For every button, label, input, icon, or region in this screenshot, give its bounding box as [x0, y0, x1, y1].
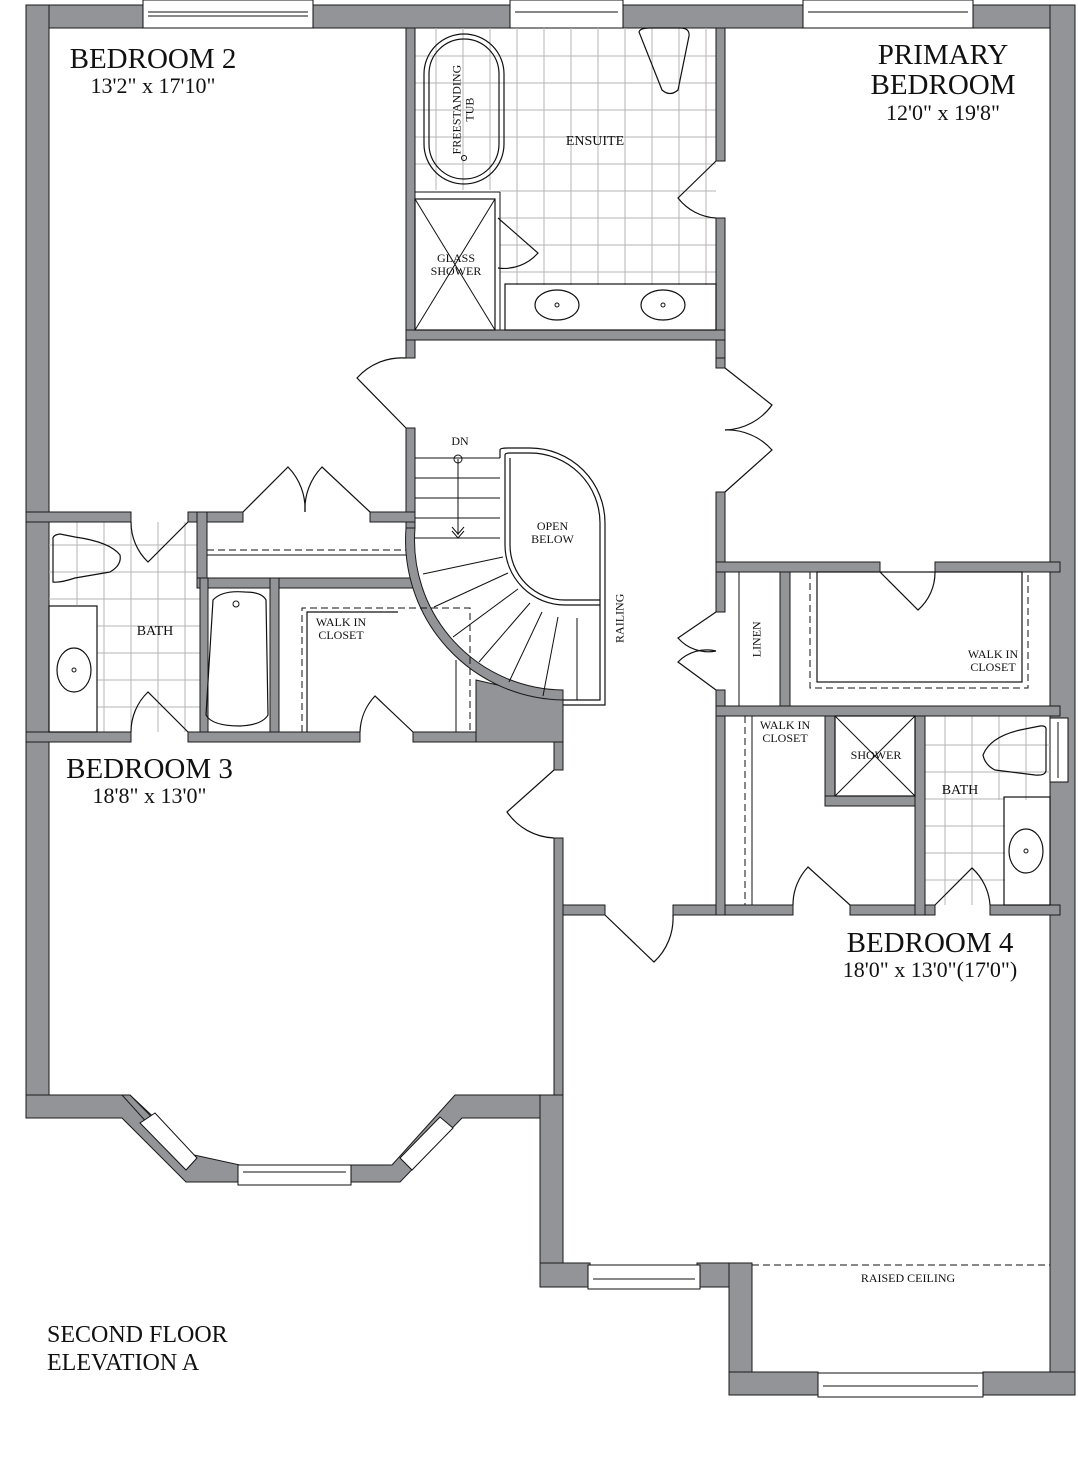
open-below-label: OPEN BELOW	[520, 520, 585, 545]
tub-label: FREESTANDING TUB	[418, 52, 508, 162]
tub-label-line2: TUB	[462, 97, 476, 122]
glass-shower-icon	[414, 198, 496, 331]
vanity-icon	[1003, 796, 1051, 906]
wic-line1: WALK IN	[967, 647, 1019, 661]
fixtures	[48, 27, 1051, 1266]
staircase	[415, 454, 578, 700]
glass-shower-label: GLASS SHOWER	[418, 252, 494, 277]
raised-ceiling-label: RAISED CEILING	[860, 1271, 956, 1285]
room-label-bath-right: BATH	[941, 783, 979, 798]
room-label-bedroom-3: BEDROOM 3 18'8" x 13'0"	[52, 754, 247, 808]
open-below-line2: BELOW	[531, 531, 574, 546]
stair-down-label: DN	[451, 434, 469, 448]
room-label-ensuite: ENSUITE	[565, 134, 625, 149]
toilet-icon	[638, 27, 690, 95]
double-vanity-icon	[504, 283, 717, 331]
wic-line2: CLOSET	[318, 627, 364, 642]
room-name-line1: PRIMARY	[877, 39, 1009, 71]
room-label-linen: LINEN	[749, 621, 764, 658]
vanity-icon	[48, 605, 98, 733]
walk-in-closet-label-bedroom-4: WALK IN CLOSET	[750, 719, 820, 744]
room-dimensions: 12'0" x 19'8"	[886, 99, 1000, 125]
shower-label: SHOWER	[850, 748, 902, 762]
room-dimensions: 13'2" x 17'10"	[90, 73, 216, 99]
windows	[139, 0, 1069, 1398]
wic-line2: CLOSET	[970, 659, 1016, 674]
toilet-icon	[982, 725, 1047, 776]
room-label-bath-left: BATH	[136, 624, 174, 639]
wic-line2: CLOSET	[762, 730, 808, 745]
ensuite-tile-grid	[415, 28, 716, 285]
shower-icon	[834, 715, 916, 797]
plan-title: SECOND FLOOR ELEVATION A	[47, 1322, 228, 1377]
room-name: BEDROOM 2	[69, 43, 237, 75]
glass-shower-line1: GLASS	[436, 251, 475, 265]
room-label-bedroom-4: BEDROOM 4 18'0" x 13'0"(17'0")	[815, 928, 1045, 982]
bathtub-icon	[205, 591, 269, 727]
room-label-primary-bedroom: PRIMARY BEDROOM 12'0" x 19'8"	[858, 40, 1028, 124]
plan-title-line1: SECOND FLOOR	[47, 1322, 228, 1348]
bath-tile-grid	[49, 522, 1050, 905]
doors	[130, 160, 991, 963]
room-dimensions: 18'0" x 13'0"(17'0")	[842, 957, 1018, 983]
tub-label-line1: FREESTANDING	[449, 64, 464, 155]
glass-shower-line2: SHOWER	[430, 263, 482, 278]
wic-line1: WALK IN	[315, 615, 367, 629]
room-name: BEDROOM 3	[66, 753, 233, 785]
plan-title-line2: ELEVATION A	[47, 1349, 200, 1376]
wic-line1: WALK IN	[759, 718, 811, 732]
room-name: BEDROOM 4	[846, 927, 1014, 959]
room-name-line2: BEDROOM	[870, 69, 1016, 102]
room-dimensions: 18'8" x 13'0"	[92, 783, 207, 809]
freestanding-tub-icon	[423, 33, 505, 185]
walk-in-closet-label-left: WALK IN CLOSET	[305, 616, 377, 641]
walk-in-closet-label-primary: WALK IN CLOSET	[955, 648, 1031, 673]
toilet-icon	[52, 533, 121, 583]
railing-label: RAILING	[612, 593, 627, 643]
room-label-bedroom-2: BEDROOM 2 13'2" x 17'10"	[58, 44, 248, 98]
open-below-line1: OPEN	[536, 519, 569, 533]
